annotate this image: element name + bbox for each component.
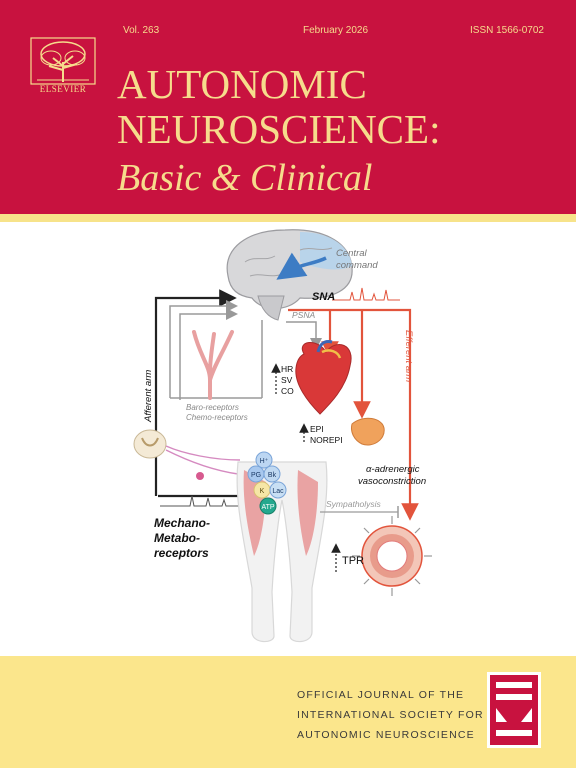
metabolite-atp-icon xyxy=(259,497,277,515)
norepi-label: NOREPI xyxy=(310,435,343,445)
metabolite-bk-icon xyxy=(263,465,281,483)
metabolite-pg-label: PG xyxy=(251,472,261,479)
sna-burst-trace xyxy=(332,287,400,301)
chemoreceptors-label: Chemo-receptors xyxy=(186,413,248,422)
publisher-name: ELSEVIER xyxy=(39,84,87,94)
hr-label: HR xyxy=(281,364,293,374)
metabolite-lac-label: Lac xyxy=(272,488,284,495)
metabolite-k-label: K xyxy=(260,488,265,495)
epi-label: EPI xyxy=(310,424,324,434)
central-command-label: Central xyxy=(336,248,368,259)
afferent-burst-trace xyxy=(160,495,244,507)
footer-line-2: INTERNATIONAL SOCIETY FOR xyxy=(297,709,484,721)
spinal-cord-icon xyxy=(133,429,167,459)
baroreceptors-label: Baro-receptors xyxy=(186,403,239,412)
mechano-label: Mechano- xyxy=(154,516,210,530)
journal-subtitle: Basic & Clinical xyxy=(117,157,373,199)
carotid-artery-icon xyxy=(192,330,234,400)
volume-number: Vol. 263 xyxy=(123,25,160,36)
dorsal-root-ganglion-icon xyxy=(196,472,204,480)
cover-figure: Central command SNA Efferent arm PSNA HR… xyxy=(133,229,432,643)
blood-vessel-cross-section-icon xyxy=(352,516,432,596)
afferent-arm-label: Afferent arm xyxy=(143,370,154,423)
alpha-adrenergic-label: α-adrenergic xyxy=(366,464,420,475)
journal-title-line2: NEUROSCIENCE: xyxy=(117,106,441,152)
psna-arrow xyxy=(286,321,322,350)
isan-logo-icon xyxy=(487,672,541,748)
sna-label: SNA xyxy=(312,291,335,303)
receptors-label: receptors xyxy=(154,546,209,560)
metabolite-bk-label: Bk xyxy=(268,472,277,479)
vasoconstriction-label: vasoconstriction xyxy=(358,476,426,487)
footer-line-3: AUTONOMIC NEUROSCIENCE xyxy=(297,729,475,741)
metabolite-atp-label: ATP xyxy=(261,504,274,511)
central-command-label-line2: command xyxy=(336,260,378,271)
cover-header xyxy=(0,0,576,214)
elsevier-tree-logo-icon xyxy=(30,37,96,85)
gold-band xyxy=(0,214,576,222)
footer-line-1: OFFICIAL JOURNAL OF THE xyxy=(297,689,465,701)
journal-title-line1: AUTONOMIC xyxy=(117,61,367,107)
metabolite-h-label: H⁺ xyxy=(260,458,269,465)
brain-icon xyxy=(226,229,353,321)
psna-label: PSNA xyxy=(292,310,315,320)
metabolite-h-icon xyxy=(255,451,273,469)
metabo-label: Metabo- xyxy=(154,531,200,545)
efferent-arrow xyxy=(288,308,419,521)
efferent-arm-label: Efferent arm xyxy=(403,330,414,382)
issue-date: February 2026 xyxy=(303,25,369,36)
cover-footer xyxy=(0,656,576,768)
metabolite-lac-icon xyxy=(269,481,287,499)
sv-label: SV xyxy=(281,375,293,385)
afferent-arrow xyxy=(154,289,237,496)
adrenal-gland-icon xyxy=(351,417,385,446)
issn: ISSN 1566-0702 xyxy=(470,25,544,36)
baroreceptor-feedback-arrow xyxy=(169,300,238,398)
co-label: CO xyxy=(281,386,294,396)
tpr-label: TPR xyxy=(342,555,364,567)
sympatholysis-label: Sympatholysis xyxy=(326,499,382,509)
society-affiliation: OFFICIAL JOURNAL OF THE INTERNATIONAL SO… xyxy=(297,685,484,745)
heart-icon xyxy=(295,340,352,415)
